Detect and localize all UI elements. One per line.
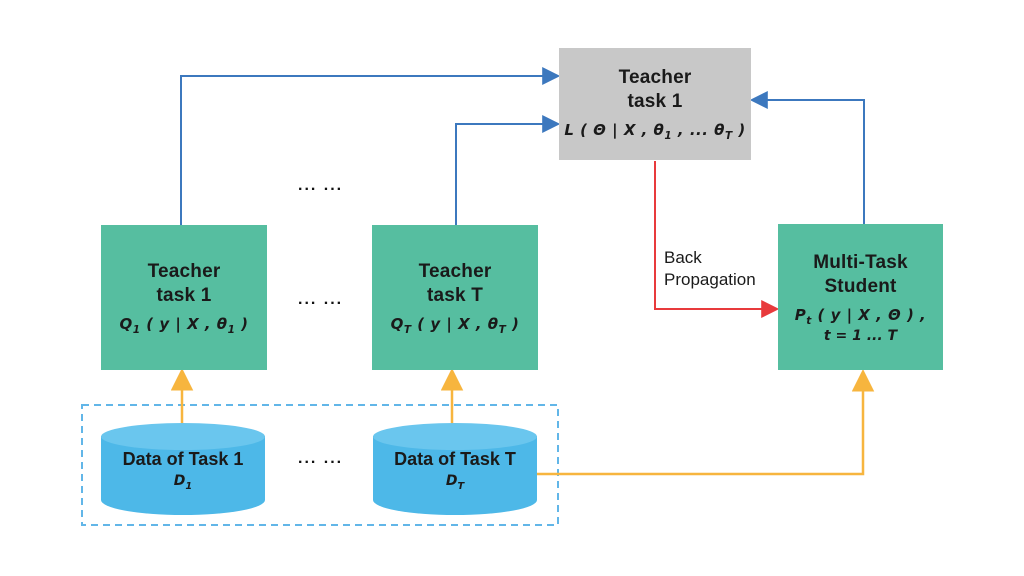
node-data-task1: Data of Task 1 D1 [101,423,265,515]
node-teacher-taskT: Teacher task T QT ( y | X , θT ) [372,225,538,370]
node-teacher-task1: Teacher task 1 Q1 ( y | X , θ1 ) [101,225,267,370]
connector-teacherT-to-loss [455,115,561,225]
cylinder-top [101,423,265,450]
teacherT-formula: QT ( y | X , θT ) [390,314,520,336]
node-data-taskT: Data of Task T DT [373,423,537,515]
teacher1-formula: Q1 ( y | X , θ1 ) [119,314,249,336]
ellipsis-top: ... ... [298,177,344,194]
ellipsis-bottom: ... ... [298,450,344,467]
student-formula-line2: t = 1 ... T [823,327,898,344]
teacher1-title-line2: task 1 [156,284,212,306]
data-container-boundary [81,404,559,526]
teacherT-title-line1: Teacher [418,260,492,282]
teacherT-title-line2: task T [426,284,484,306]
data1-text: Data of Task 1 D1 [101,449,265,492]
loss-box-title-line1: Teacher [618,67,692,88]
dataT-text: Data of Task T DT [373,449,537,492]
back-propagation-label: Back Propagation [664,248,756,289]
data1-formula: D1 [173,473,193,492]
data1-label: Data of Task 1 [122,449,244,469]
dataT-label: Data of Task T [394,449,516,469]
node-loss-teacher-task1: Teacher task 1 L ( Θ | X , θ1 , ... θT ) [559,48,751,160]
student-title-line1: Multi-Task [813,251,908,273]
dataT-formula: DT [445,473,465,492]
loss-box-title-line2: task 1 [627,91,683,112]
loss-box-formula: L ( Θ | X , θ1 , ... θT ) [564,121,746,142]
ellipsis-middle: ... ... [298,291,344,308]
node-multitask-student: Multi-Task Student Pt ( y | X , Θ ) , t … [778,224,943,370]
cylinder-top [373,423,537,450]
connector-teacher1-to-loss [180,67,561,225]
student-formula: Pt ( y | X , Θ ) , [794,305,927,327]
connector-student-to-loss [749,91,865,224]
connector-backprop-to-student [654,161,780,318]
teacher1-title-line1: Teacher [147,260,221,282]
connector-dataT-to-student [537,369,875,476]
student-title-line2: Student [824,275,897,297]
